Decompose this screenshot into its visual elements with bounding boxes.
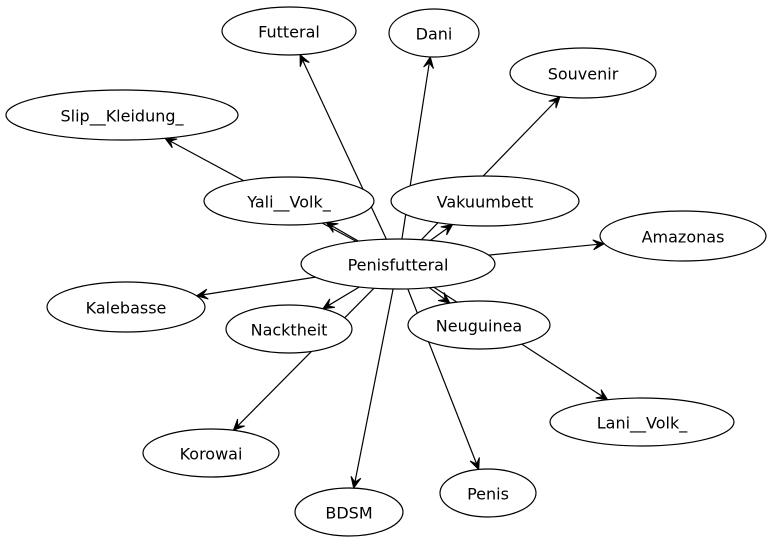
node-ellipse xyxy=(203,176,375,226)
node-penisfutteral: Penisfutteral xyxy=(300,238,496,290)
node-penis: Penis xyxy=(439,468,537,518)
edge-penisfutteral-to-vakuumbett xyxy=(430,223,454,241)
node-layer: Penisfutteral Futteral DaniSouvenirSlip__K… xyxy=(5,6,767,537)
node-ellipse xyxy=(294,487,404,537)
node-yali-volk: Yali__Volk_ xyxy=(203,176,375,226)
edge-line xyxy=(488,243,599,256)
node-label: Kalebasse xyxy=(86,299,167,318)
arrowhead-icon xyxy=(548,95,561,109)
node-lani-volk: Lani__Volk_ xyxy=(549,397,735,447)
node-ellipse xyxy=(225,304,353,354)
node-ellipse xyxy=(407,300,551,350)
arrowhead-icon xyxy=(423,55,434,69)
node-ellipse xyxy=(5,89,239,141)
node-label: Slip__Kleidung_ xyxy=(60,107,184,127)
node-slip-kleidung: Slip__Kleidung_ xyxy=(5,89,239,141)
node-ellipse xyxy=(221,6,357,56)
arrowhead-icon xyxy=(325,222,339,233)
arrowhead-icon xyxy=(163,137,178,149)
node-neuguinea: Neuguinea xyxy=(407,300,551,350)
node-ellipse xyxy=(390,175,580,227)
node-ellipse xyxy=(509,47,657,99)
edge-penisfutteral-to-bdsm xyxy=(350,288,394,490)
arrowhead-icon xyxy=(595,389,609,401)
node-label: Korowai xyxy=(180,445,243,464)
edge-line xyxy=(202,276,316,296)
node-label: Yali__Volk_ xyxy=(246,193,331,213)
node-amazonas: Amazonas xyxy=(599,210,767,262)
arrowhead-icon xyxy=(350,476,362,490)
node-ellipse xyxy=(46,281,206,333)
node-label: Vakuumbett xyxy=(437,193,534,212)
edge-penisfutteral-to-kalebasse xyxy=(195,276,316,300)
edge-penisfutteral-to-futteral xyxy=(299,53,387,240)
edge-penisfutteral-to-yali-volk xyxy=(325,222,359,242)
node-label: Neuguinea xyxy=(436,317,522,336)
arrowhead-icon xyxy=(437,292,451,304)
arrowhead-icon xyxy=(440,223,454,236)
node-nacktheit: Nacktheit xyxy=(225,304,353,354)
node-ellipse xyxy=(300,238,496,290)
node-ellipse xyxy=(142,428,280,478)
node-label: BDSM xyxy=(325,504,372,523)
node-ellipse xyxy=(439,468,537,518)
node-futteral: Futteral xyxy=(221,6,357,56)
edge-line xyxy=(429,287,446,300)
node-souvenir: Souvenir xyxy=(509,47,657,99)
edge-line xyxy=(354,288,394,483)
node-ellipse xyxy=(599,210,767,262)
edge-line xyxy=(430,227,449,241)
edge-line xyxy=(237,287,375,427)
node-ellipse xyxy=(388,8,480,58)
node-korowai: Korowai xyxy=(142,428,280,478)
edge-penisfutteral-to-nacktheit xyxy=(321,286,360,310)
node-label: Souvenir xyxy=(548,65,619,84)
node-label: Penisfutteral xyxy=(348,256,449,275)
arrowhead-icon xyxy=(299,53,310,67)
edge-penisfutteral-to-neuguinea xyxy=(429,287,451,304)
arrowhead-icon xyxy=(321,298,336,310)
node-vakuumbett: Vakuumbett xyxy=(390,175,580,227)
node-dani: Dani xyxy=(388,8,480,58)
node-label: Lani__Volk_ xyxy=(597,414,689,434)
node-label: Amazonas xyxy=(642,228,725,247)
node-label: Penis xyxy=(467,485,509,504)
edge-penisfutteral-to-amazonas xyxy=(488,239,606,256)
edge-penisfutteral-to-korowai xyxy=(232,287,375,432)
node-label: Nacktheit xyxy=(251,321,328,340)
node-label: Futteral xyxy=(258,23,320,42)
arrowhead-icon xyxy=(232,418,245,432)
arrowhead-icon xyxy=(195,288,209,300)
node-label: Dani xyxy=(416,25,453,44)
edge-line xyxy=(302,59,387,240)
arrowhead-icon xyxy=(469,457,480,471)
arrowhead-icon xyxy=(592,239,606,251)
edge-line xyxy=(327,286,360,307)
node-kalebasse: Kalebasse xyxy=(46,281,206,333)
edge-line xyxy=(331,225,359,242)
node-ellipse xyxy=(549,397,735,447)
node-bdsm: BDSM xyxy=(294,487,404,537)
